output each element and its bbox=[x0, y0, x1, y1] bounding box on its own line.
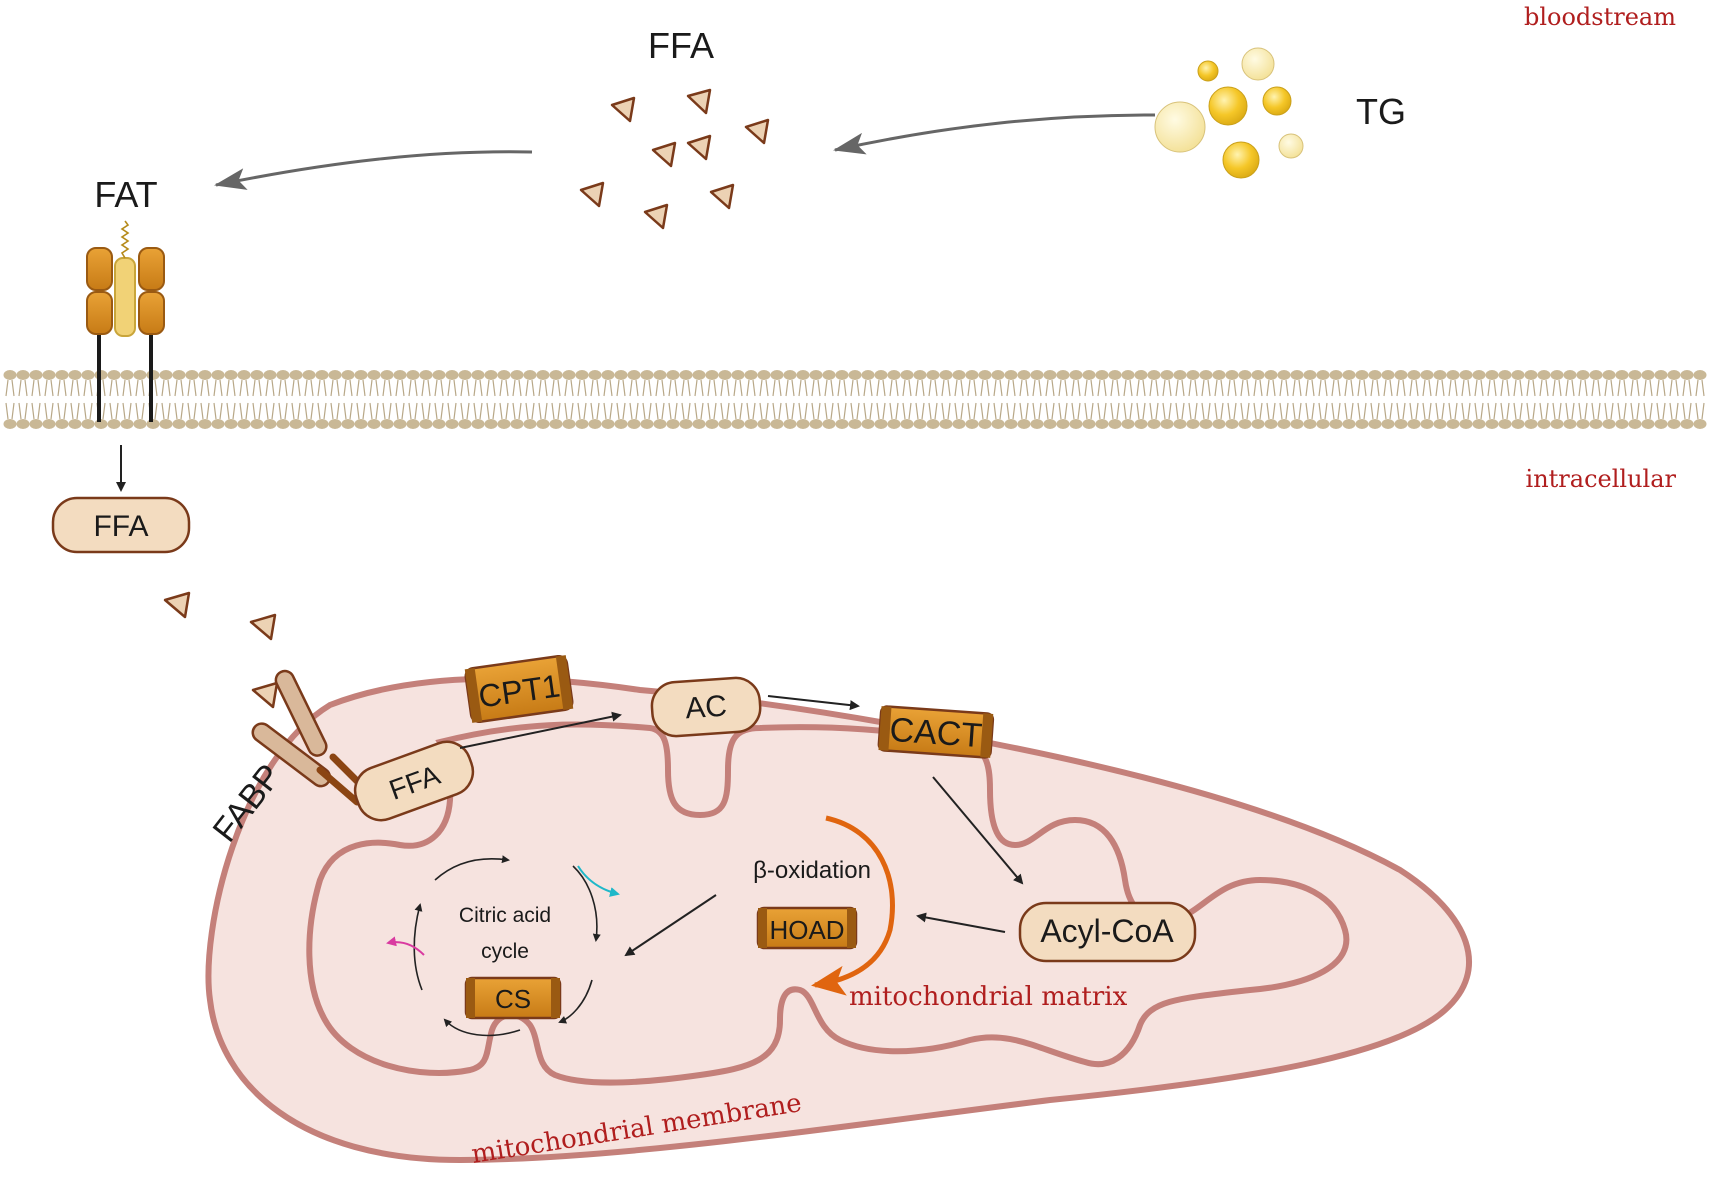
ffa-triangles-cytosol bbox=[163, 591, 279, 709]
citric-acid-label: Citric acid bbox=[459, 904, 551, 927]
fat-receptor bbox=[86, 220, 165, 422]
tg-droplets bbox=[1154, 47, 1304, 179]
ffa-intracellular-box: FFA bbox=[51, 496, 191, 554]
citric-acid-cycle bbox=[413, 855, 601, 1037]
svg-text:AC: AC bbox=[684, 690, 728, 726]
bloodstream-label: bloodstream bbox=[1524, 3, 1676, 31]
citric-cycle-label: cycle bbox=[481, 940, 529, 963]
acylcoa-to-hoad-arrow bbox=[916, 912, 1006, 933]
cact-enzyme: CACT bbox=[877, 705, 995, 759]
acyl-coa-box: Acyl-CoA bbox=[1018, 901, 1197, 963]
tg-to-ffa-arrow bbox=[833, 113, 1156, 155]
cell-membrane bbox=[3, 370, 1707, 429]
ac-box: AC bbox=[650, 676, 762, 738]
cact-to-acylcoa-arrow bbox=[932, 776, 1024, 885]
svg-text:FFA: FFA bbox=[93, 510, 148, 543]
ffa-bloodstream-label: FFA bbox=[648, 25, 714, 66]
fat-label: FAT bbox=[94, 174, 157, 215]
beta-oxidation-label: β-oxidation bbox=[753, 857, 871, 884]
citric-cyan-branch bbox=[577, 865, 620, 897]
betaox-to-citric-arrow bbox=[624, 894, 717, 957]
citric-pink-branch bbox=[386, 936, 425, 956]
ffa-mitochondria-box: FFA bbox=[353, 740, 475, 822]
ffa-triangles-bloodstream bbox=[579, 88, 770, 230]
hoad-enzyme: HOAD bbox=[756, 906, 858, 950]
ac-to-cact-arrow bbox=[767, 695, 860, 711]
mitochondrion-inner-membrane bbox=[306, 721, 1350, 1086]
beta-oxidation-arrow bbox=[811, 815, 895, 996]
mitochondrial-matrix-label: mitochondrial matrix bbox=[849, 982, 1128, 1012]
svg-text:CACT: CACT bbox=[888, 711, 983, 755]
ffa-to-ac-arrow bbox=[459, 711, 622, 749]
cs-enzyme: CS bbox=[464, 976, 562, 1020]
tg-label: TG bbox=[1356, 91, 1406, 132]
svg-text:CS: CS bbox=[495, 984, 531, 1014]
svg-text:HOAD: HOAD bbox=[769, 915, 844, 945]
ffa-to-fat-arrow bbox=[214, 150, 533, 190]
intracellular-label: intracellular bbox=[1526, 465, 1677, 493]
svg-text:Acyl-CoA: Acyl-CoA bbox=[1040, 913, 1174, 949]
fabp-protein bbox=[251, 669, 366, 806]
cpt1-enzyme: CPT1 bbox=[464, 654, 574, 724]
